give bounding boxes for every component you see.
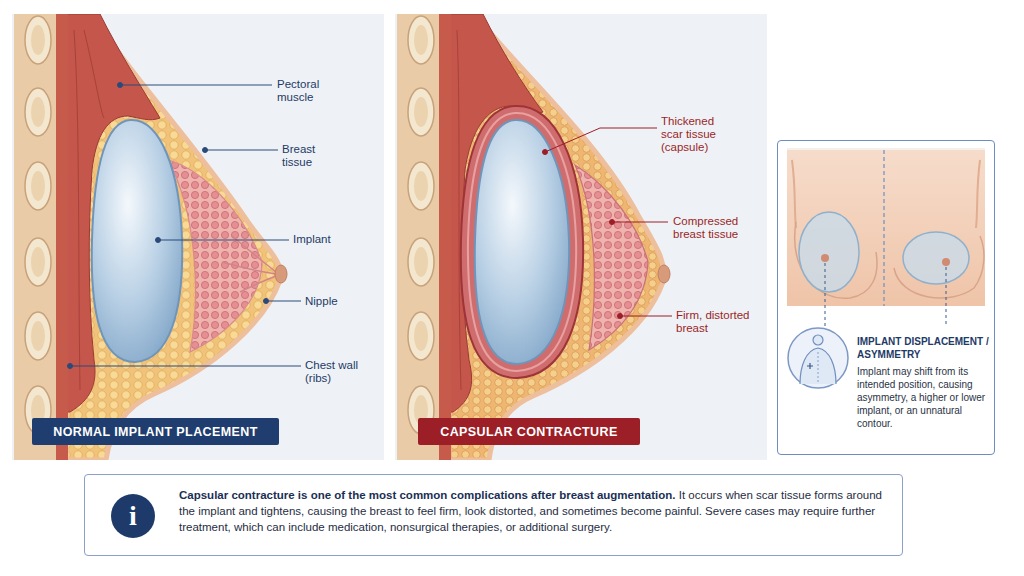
implant: [92, 120, 182, 362]
leader-dot: [610, 220, 615, 225]
front-view-torso: [787, 148, 985, 326]
panel-badge: NORMAL IMPLANT PLACEMENT: [32, 418, 279, 445]
nipple-level-line: [946, 267, 947, 326]
leader-dot: [618, 314, 623, 319]
part-label: Nipple: [305, 295, 375, 308]
torso-skin: [787, 150, 985, 306]
leader-dot: [156, 238, 161, 243]
nipple: [942, 258, 950, 266]
leader-line: [70, 366, 301, 367]
breast-contour: [894, 236, 984, 298]
normal-breast-illustration: [14, 14, 287, 460]
inset-heading: IMPLANT DISPLACEMENT / ASYMMETRY: [857, 335, 989, 361]
icon-body: [800, 348, 836, 384]
breast-contour: [795, 222, 877, 298]
info-icon: i: [111, 494, 155, 538]
nipple: [821, 254, 829, 262]
part-label: Pectoral muscle: [277, 78, 347, 104]
milk-duct: [222, 236, 276, 292]
part-label: Implant: [293, 233, 363, 246]
leader-line: [620, 316, 672, 317]
muscle-fiber: [457, 30, 461, 390]
implant: [903, 232, 969, 284]
chest-wall: [397, 14, 451, 460]
icon-letter: i: [129, 500, 137, 532]
info-paragraph: Capsular contracture is one of the most …: [179, 487, 895, 535]
photo-background: [787, 148, 985, 306]
chest-wall: [14, 14, 68, 460]
part-label: Compressed breast tissue: [673, 215, 753, 241]
breast-skin: [449, 14, 664, 460]
contracture-illustration: [397, 14, 670, 460]
inset-body-text: Implant may shift from its intended posi…: [857, 365, 989, 430]
leader-dot: [118, 83, 123, 88]
leader-line: [612, 222, 668, 223]
armpit-shading: [792, 160, 980, 228]
midline: [883, 150, 884, 306]
capsule-layer: [468, 113, 576, 371]
icon-head: [813, 335, 823, 345]
leader-dot: [203, 148, 208, 153]
panel-badge: CAPSULAR CONTRACTURE: [418, 418, 640, 445]
info-lead-sentence: Capsular contracture is one of the most …: [179, 489, 676, 501]
contracture-breast: [397, 14, 670, 460]
leader-line: [120, 85, 272, 86]
implant: [799, 212, 859, 292]
icon-midline: [818, 352, 819, 384]
nipple-level-line: [825, 263, 826, 326]
part-label: Breast tissue: [282, 143, 337, 169]
compressed-tissue: [575, 165, 648, 350]
part-label: Firm, distorted breast: [676, 309, 761, 335]
part-label: Thickened scar tissue (capsule): [661, 115, 731, 154]
nipple: [658, 265, 670, 283]
info-box: Capsular contracture is one of the most …: [84, 474, 903, 556]
nipple: [275, 265, 287, 283]
torso-icon: [788, 328, 848, 388]
panel-background: [12, 14, 384, 460]
badge-text: CAPSULAR CONTRACTURE: [440, 425, 617, 439]
part-label: Chest wall (ribs): [305, 359, 367, 385]
implant: [475, 120, 569, 364]
icon-circle: [788, 328, 848, 388]
leader-lines: [543, 128, 673, 319]
badge-text: NORMAL IMPLANT PLACEMENT: [53, 425, 258, 439]
leader-line: [266, 301, 301, 302]
leader-line: [205, 150, 278, 151]
leader-line: [545, 128, 657, 152]
leader-dot: [264, 299, 269, 304]
leader-lines: [68, 83, 302, 369]
scar-capsule: [461, 106, 583, 378]
panel-background: [395, 14, 767, 460]
icon-mark: [807, 363, 813, 369]
breast-skin: [66, 14, 281, 460]
leader-dot: [68, 364, 73, 369]
leader-line: [158, 240, 289, 241]
leader-dot: [543, 150, 548, 155]
inset-box: IMPLANT DISPLACEMENT / ASYMMETRY Implant …: [777, 140, 995, 455]
